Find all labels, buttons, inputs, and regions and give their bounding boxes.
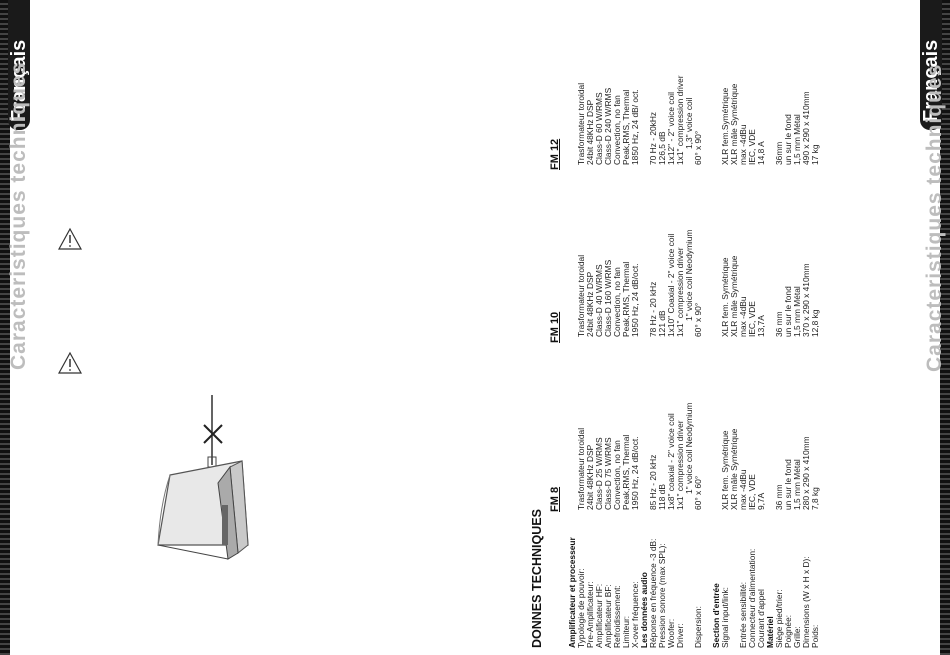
model-header-fm10: FM 10 [549, 311, 561, 343]
spec-value: 1950 Hz, 24 dB/oct. [630, 263, 640, 337]
page-title: DONNES TECHNIQUES [530, 509, 544, 648]
warning-triangle-icon [57, 351, 83, 374]
spec-value: 9,7A [756, 492, 766, 510]
warning-triangle-icon [57, 227, 83, 250]
spec-label: Driver: [675, 623, 685, 648]
spec-label: Dispersion: [693, 606, 703, 648]
spec-label: Poids: [810, 624, 820, 648]
spec-value [703, 75, 712, 165]
spec-value: 60° x 90° [693, 130, 703, 165]
spec-value: 60° x 90° [693, 302, 703, 337]
spec-label: Signal input/link: [720, 587, 730, 648]
spec-value: 12,8 kg [810, 309, 820, 337]
spec-value [703, 230, 712, 337]
spec-value: 1950 Hz, 24 dB/oct. [630, 436, 640, 510]
spec-value: 1850 Hz, 24 dB/ oct. [630, 89, 640, 165]
spec-value: 17 kg [810, 144, 820, 166]
binding-strip-right [940, 0, 950, 655]
spec-value: 60° x 60° [693, 475, 703, 510]
spec-value [703, 403, 712, 510]
spec-value: 14,8 A [756, 141, 766, 165]
section-title-left: Caracteristiques techniques [7, 61, 30, 370]
spec-value: 7,8 kg [810, 487, 820, 510]
section-title-right: Caracteristiques techniques [923, 63, 946, 372]
monitor-speaker-illustration [157, 395, 249, 560]
model-header-fm12: FM 12 [549, 138, 561, 170]
language-tab-left [8, 0, 30, 130]
binding-strip-left [0, 0, 10, 655]
spec-value: 13,7A [756, 315, 766, 337]
language-tab-right [920, 0, 942, 130]
model-header-fm8: FM 8 [549, 486, 561, 512]
